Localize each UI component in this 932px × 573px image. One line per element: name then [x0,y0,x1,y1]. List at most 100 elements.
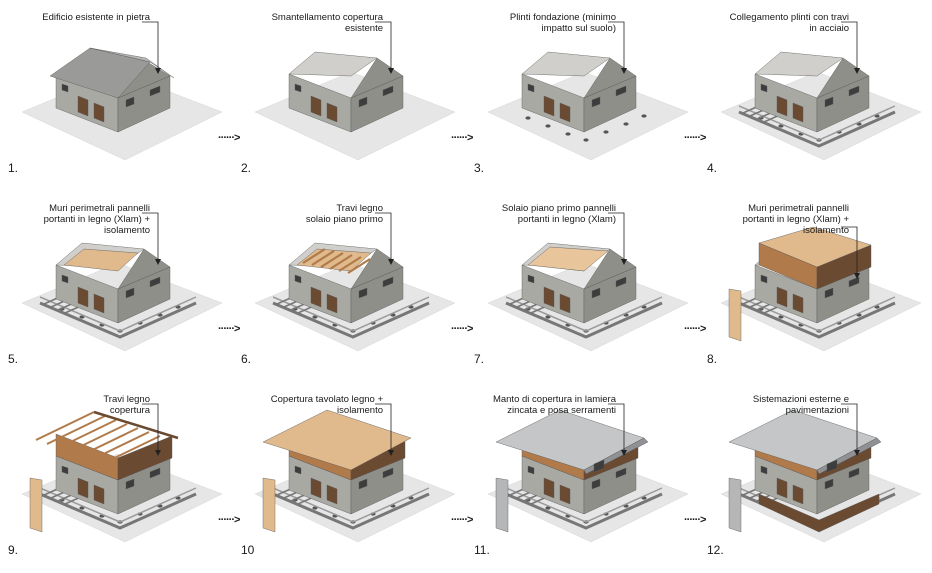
timber-beam [320,252,344,268]
leader-arrowhead [388,259,394,265]
rafter [46,415,106,445]
step-label: Solaio piano primo pannelli portanti in … [501,203,616,225]
step-number: 3. [474,161,485,175]
step-panel: Collegamento plinti con travi in acciaio… [699,0,932,191]
steel-beam [738,105,896,141]
door [559,102,571,123]
timber-beam [338,256,362,272]
steel-beam [505,487,663,523]
sequence-arrow: ······> [684,132,706,144]
leader-line [375,403,392,454]
door [792,484,804,505]
sequence-arrow: ······> [218,323,240,335]
step-label: Copertura tavolato legno + isolamento [270,394,383,416]
window [358,478,368,490]
step-number: 12. [707,543,724,557]
wooden-deck [758,493,880,533]
door [543,286,555,308]
steel-beam [738,110,896,148]
timber-beam [311,250,335,266]
rafter [101,435,161,465]
steel-beam [505,301,663,339]
entrance-portal [495,477,509,533]
door [543,477,555,499]
leader-arrowhead [155,259,161,265]
door [93,484,105,505]
leader-line [142,21,159,72]
house-illustration [21,21,223,161]
steel-beam [39,492,197,530]
step-label: Sistemazioni esterne e pavimentazioni [752,394,849,416]
window [125,96,135,108]
steel-beam [39,296,197,332]
step-number: 2. [241,161,252,175]
window [358,96,368,108]
window [848,467,860,479]
window [760,274,768,284]
leader-arrowhead [621,259,627,265]
step-panel: Sistemazioni esterne e pavimentazioni 12. [699,382,932,573]
sequence-arrow: ······> [218,132,240,144]
window [826,459,838,473]
step-panel: Plinti fondazione (minimo impatto sul su… [466,0,706,191]
sequence-arrow: ······> [451,132,473,144]
step-label: Muri perimetrali pannelli portanti in le… [742,203,849,236]
xlam-floor-slab [527,246,609,272]
step-label: Travi legno copertura [103,394,150,416]
step-label: Muri perimetrali pannelli portanti in le… [43,203,150,236]
step-panel: Muri perimetrali pannelli portanti in le… [699,191,932,382]
timber-beam [347,258,371,274]
window [824,287,834,299]
upper-xlam-top [758,226,872,268]
plinth [525,116,531,120]
roof-timber-rafters [35,410,179,465]
leader-line [142,403,159,454]
entrance-portal [29,477,43,533]
door [326,293,338,314]
window [824,478,834,490]
sequence-arrow: ······> [451,514,473,526]
house-illustration [720,226,922,352]
timber-boarding-roof [262,409,412,471]
steel-beam [272,296,430,332]
steel-beam [505,296,663,332]
house-illustration [254,21,456,161]
step-panel: Muri perimetrali pannelli portanti in le… [0,191,240,382]
xlam-inner-walls [63,248,139,272]
house-illustration [487,21,689,161]
door [776,477,788,499]
steel-beam [39,487,197,523]
house-illustration [254,403,456,543]
door [792,293,804,314]
step-label: Manto di copertura in lamiera zincata e … [492,394,616,416]
entrance-portal [728,477,742,533]
steel-beam [738,301,896,339]
step-panel: Copertura tavolato legno + isolamento 10 ·… [233,382,473,573]
door [93,102,105,123]
window [382,276,394,288]
timber-beam [329,254,353,270]
step-number: 10 [241,543,255,557]
step-number: 11. [474,543,490,557]
house-illustration [720,403,922,543]
door [559,293,571,314]
leader-line [608,403,625,454]
leader-arrowhead [621,450,627,456]
step-label: Plinti fondazione (minimo impatto sul su… [509,12,616,34]
step-number: 6. [241,352,252,366]
window [591,287,601,299]
steel-beam [272,301,430,339]
window [382,85,394,97]
plinth [545,124,551,128]
door [310,286,322,308]
plinth [603,130,609,134]
steel-beam [505,492,663,530]
door [77,95,89,117]
window [61,465,69,475]
window [760,83,768,93]
rafter [79,427,139,457]
